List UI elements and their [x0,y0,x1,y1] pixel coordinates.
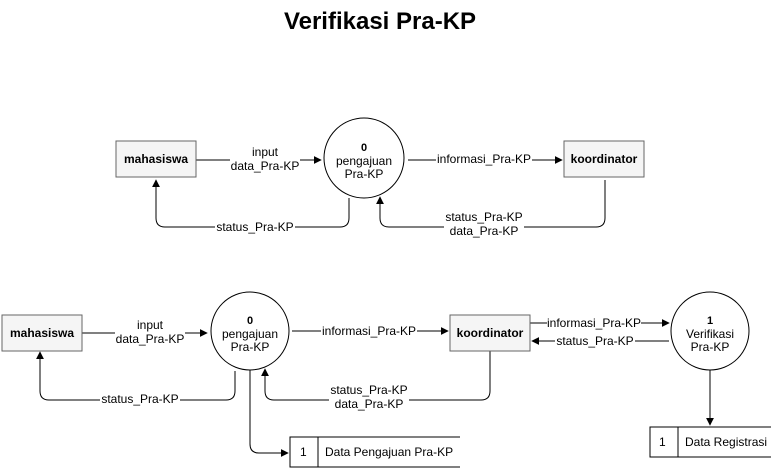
flow-info-1-label: informasi_Pra-KP [437,152,531,166]
process-pengajuan-2 [210,291,290,371]
process-verifikasi-number: 1 [707,315,713,327]
process-pengajuan-1 [323,117,405,199]
process-verifikasi-name-line2: Pra-KP [691,340,730,354]
process-verifikasi [670,291,750,371]
process-2-name-line2: Pra-KP [231,340,270,354]
flow-input-2-label-line2: data_Pra-KP [116,332,185,346]
entity-koordinator-2-label: koordinator [457,326,524,340]
flow-info-2-label: informasi_Pra-KP [322,324,416,338]
diagram-1: mahasiswa koordinator 0 pengajuan Pra-KP… [115,117,645,238]
page-title: Verifikasi Pra-KP [284,8,476,35]
process-1-name-line2: Pra-KP [345,167,384,181]
process-verifikasi-name-line1: Verifikasi [686,327,734,341]
flow-info-to-verif-label: informasi_Pra-KP [547,316,641,330]
entity-mahasiswa-1-label: mahasiswa [124,152,188,166]
entity-mahasiswa-2 [1,314,83,352]
flow-to-store-pengajuan [249,369,289,457]
entity-koordinator-1-label: koordinator [571,152,638,166]
flow-status-data-2-label-line1: status_Pra-KP [330,383,407,397]
flow-status-2-label: status_Pra-KP [101,392,178,406]
process-1-name-line1: pengajuan [336,154,392,168]
datastore-pengajuan-name: Data Pengajuan Pra-KP [325,445,453,459]
flow-input-1-label-line2: data_Pra-KP [231,159,300,173]
flow-input-1-label-line1: input [252,145,279,159]
datastore-registrasi-name: Data Registrasi [685,435,767,449]
flow-status-from-verif-label: status_Pra-KP [556,334,633,348]
datastore-pengajuan-id: 1 [300,445,307,459]
datastore-registrasi: 1 Data Registrasi [649,426,771,458]
flow-status-data-1-label-line1: status_Pra-KP [445,210,522,224]
flow-status-data-2-label-line2: data_Pra-KP [335,397,404,411]
process-2-number: 0 [247,315,253,327]
datastore-pengajuan: 1 Data Pengajuan Pra-KP [289,436,460,468]
process-1-number: 0 [361,142,367,154]
flow-input-2-label-line1: input [137,318,164,332]
flow-status-1-label: status_Pra-KP [216,220,293,234]
entity-koordinator-1 [563,140,645,178]
entity-mahasiswa-2-label: mahasiswa [10,326,74,340]
entity-mahasiswa-1 [115,140,197,178]
flow-status-data-1-label-line2: data_Pra-KP [450,224,519,238]
diagram-2: mahasiswa koordinator 0 pengajuan Pra-KP… [1,291,771,468]
datastore-registrasi-id: 1 [659,435,666,449]
process-2-name-line1: pengajuan [222,327,278,341]
entity-koordinator-2 [449,314,531,352]
